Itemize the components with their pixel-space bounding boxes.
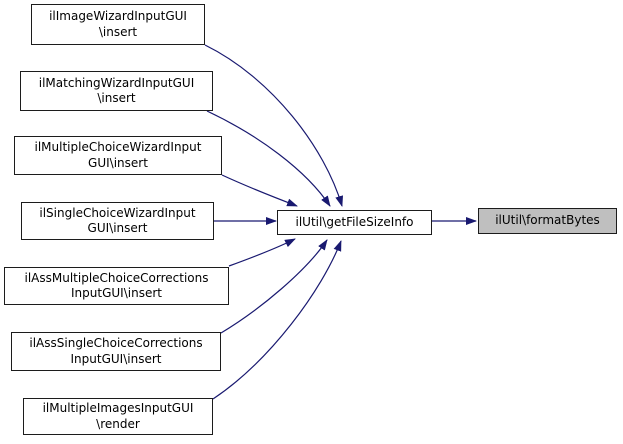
node-label-line1: ilImageWizardInputGUI [49, 9, 187, 23]
node-label-line1: ilMultipleChoiceWizardInput [34, 140, 202, 154]
node-label-line2: \insert [97, 91, 136, 105]
graph-node-il-ass-multiple-choice-corrections-input-gui-insert[interactable]: ilAssMultipleChoiceCorrections InputGUI\… [4, 267, 229, 305]
graph-node-il-image-wizard-input-gui-insert[interactable]: ilImageWizardInputGUI \insert [31, 4, 205, 45]
node-label-line2: \insert [98, 24, 138, 39]
node-label-line1: ilSingleChoiceWizardInput [39, 205, 196, 220]
call-edge-il-matching-wizard-input-gui-insert-to-il-util-get-file-size-info [206, 110, 331, 207]
call-edge-il-multiple-images-input-gui-render-to-il-util-get-file-size-info [212, 240, 342, 400]
node-label-line2: GUI\insert [88, 155, 148, 170]
graph-node-il-multiple-images-input-gui-render[interactable]: ilMultipleImagesInputGUI \render [23, 398, 213, 435]
graph-node-il-single-choice-wizard-input-gui-insert[interactable]: ilSingleChoiceWizardInput GUI\insert [21, 202, 214, 240]
node-label-line1: ilUtil\getFileSizeInfo [295, 214, 414, 229]
graph-node-il-ass-single-choice-corrections-input-gui-insert[interactable]: ilAssSingleChoiceCorrections InputGUI\in… [11, 332, 221, 371]
call-edge-il-image-wizard-input-gui-insert-to-il-util-get-file-size-info [204, 44, 344, 207]
node-label-line2: InputGUI\insert [71, 286, 162, 300]
node-label-line1: ilAssSingleChoiceCorrections [29, 336, 203, 350]
node-label-line1: ilMatchingWizardInputGUI [38, 75, 195, 90]
node-label-line1: ilUtil\formatBytes [495, 213, 600, 228]
node-label-line2: InputGUI\insert [70, 351, 162, 366]
graph-node-il-util-get-file-size-info[interactable]: ilUtil\getFileSizeInfo [277, 210, 432, 235]
node-label-line2: \render [96, 416, 140, 431]
graph-node-il-multiple-choice-wizard-input-gui-insert[interactable]: ilMultipleChoiceWizardInput GUI\insert [14, 136, 222, 175]
call-edge-il-ass-single-choice-corrections-input-gui-insert-to-il-util-get-file-size-info [220, 239, 328, 334]
node-label-line1: ilAssMultipleChoiceCorrections [24, 270, 209, 285]
graph-node-il-matching-wizard-input-gui-insert[interactable]: ilMatchingWizardInputGUI \insert [20, 71, 213, 111]
call-edge-il-ass-multiple-choice-corrections-input-gui-insert-to-il-util-get-file-size-info [228, 238, 296, 267]
node-label-line1: ilMultipleImagesInputGUI [42, 401, 194, 415]
call-edge-il-multiple-choice-wizard-input-gui-insert-to-il-util-get-file-size-info [221, 174, 298, 207]
node-label-line2: GUI\insert [87, 221, 148, 235]
graph-node-il-util-format-bytes[interactable]: ilUtil\formatBytes [478, 208, 617, 234]
